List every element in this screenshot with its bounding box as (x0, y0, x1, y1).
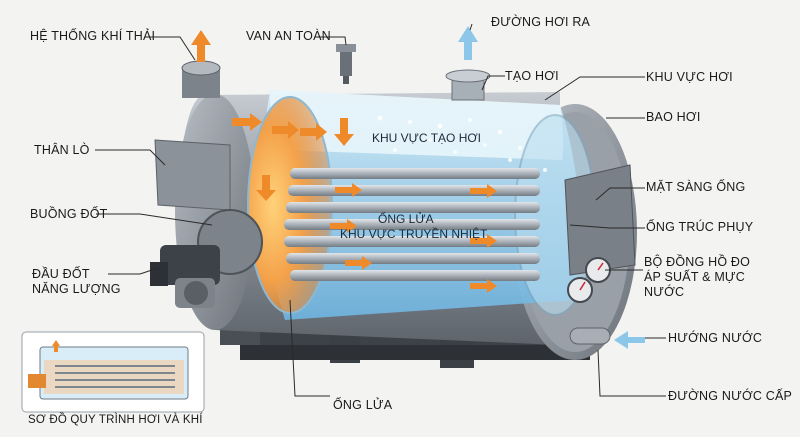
label-backup-tubes: ỐNG TRÚC PHỤY (646, 220, 754, 234)
label-steam-drum: BAO HƠI (646, 110, 701, 124)
water-inlet-pipe (569, 327, 645, 349)
label-gauges: BỘ ĐỒNG HỒ ĐO ÁP SUẤT & MỰC NƯỚC (644, 255, 794, 300)
label-furnace-body: THÂN LÒ (34, 143, 90, 157)
exhaust-stack (181, 30, 221, 98)
label-steam-generation: TẠO HƠI (505, 69, 559, 83)
burner-assembly (150, 209, 263, 308)
label-gauges-line2: ÁP SUẤT & MỰC (644, 270, 746, 284)
label-burner-line1: ĐẦU ĐỐT (32, 267, 90, 281)
label-tube-sheet: MẶT SÀNG ỐNG (646, 180, 746, 194)
label-steam-area: KHU VỰC HƠI (646, 70, 733, 84)
steam-generation-zone-label: KHU VỰC TẠO HƠI (372, 131, 481, 145)
steam-outlet-nozzle (445, 26, 491, 101)
label-fire-tube: ỐNG LỬA (333, 398, 393, 412)
label-gauges-line1: BỘ ĐỒNG HỒ ĐO (644, 255, 751, 269)
label-safety-valve: VAN AN TOÀN (246, 29, 331, 43)
label-water-direction: HƯỚNG NƯỚC (668, 331, 763, 345)
fire-tube-inner-label: ỐNG LỬA (378, 212, 434, 226)
schematic-inset (21, 331, 205, 413)
label-gauges-line3: NƯỚC (644, 285, 685, 299)
hot-gas-arrows (232, 113, 497, 293)
label-burner-line2: NĂNG LƯỢNG (32, 282, 121, 296)
safety-valve (336, 44, 356, 84)
label-schematic: SƠ ĐỒ QUY TRÌNH HƠI VÀ KHÍ (28, 414, 203, 426)
label-combustion-chamber: BUỒNG ĐỐT (30, 207, 108, 221)
heat-transfer-zone-label: KHU VỰC TRUYỀN NHIỆT (340, 227, 488, 241)
label-steam-outlet: ĐƯỜNG HƠI RA (491, 15, 591, 29)
label-water-supply: ĐƯỜNG NƯỚC CẤP (668, 389, 793, 403)
leader-lines (95, 23, 666, 397)
label-exhaust-system: HỆ THỐNG KHÍ THẢI (30, 29, 156, 43)
label-burner: ĐẦU ĐỐT NĂNG LƯỢNG (32, 267, 152, 297)
rear-side-panels (154, 139, 636, 276)
steam-bubbles (377, 115, 547, 172)
